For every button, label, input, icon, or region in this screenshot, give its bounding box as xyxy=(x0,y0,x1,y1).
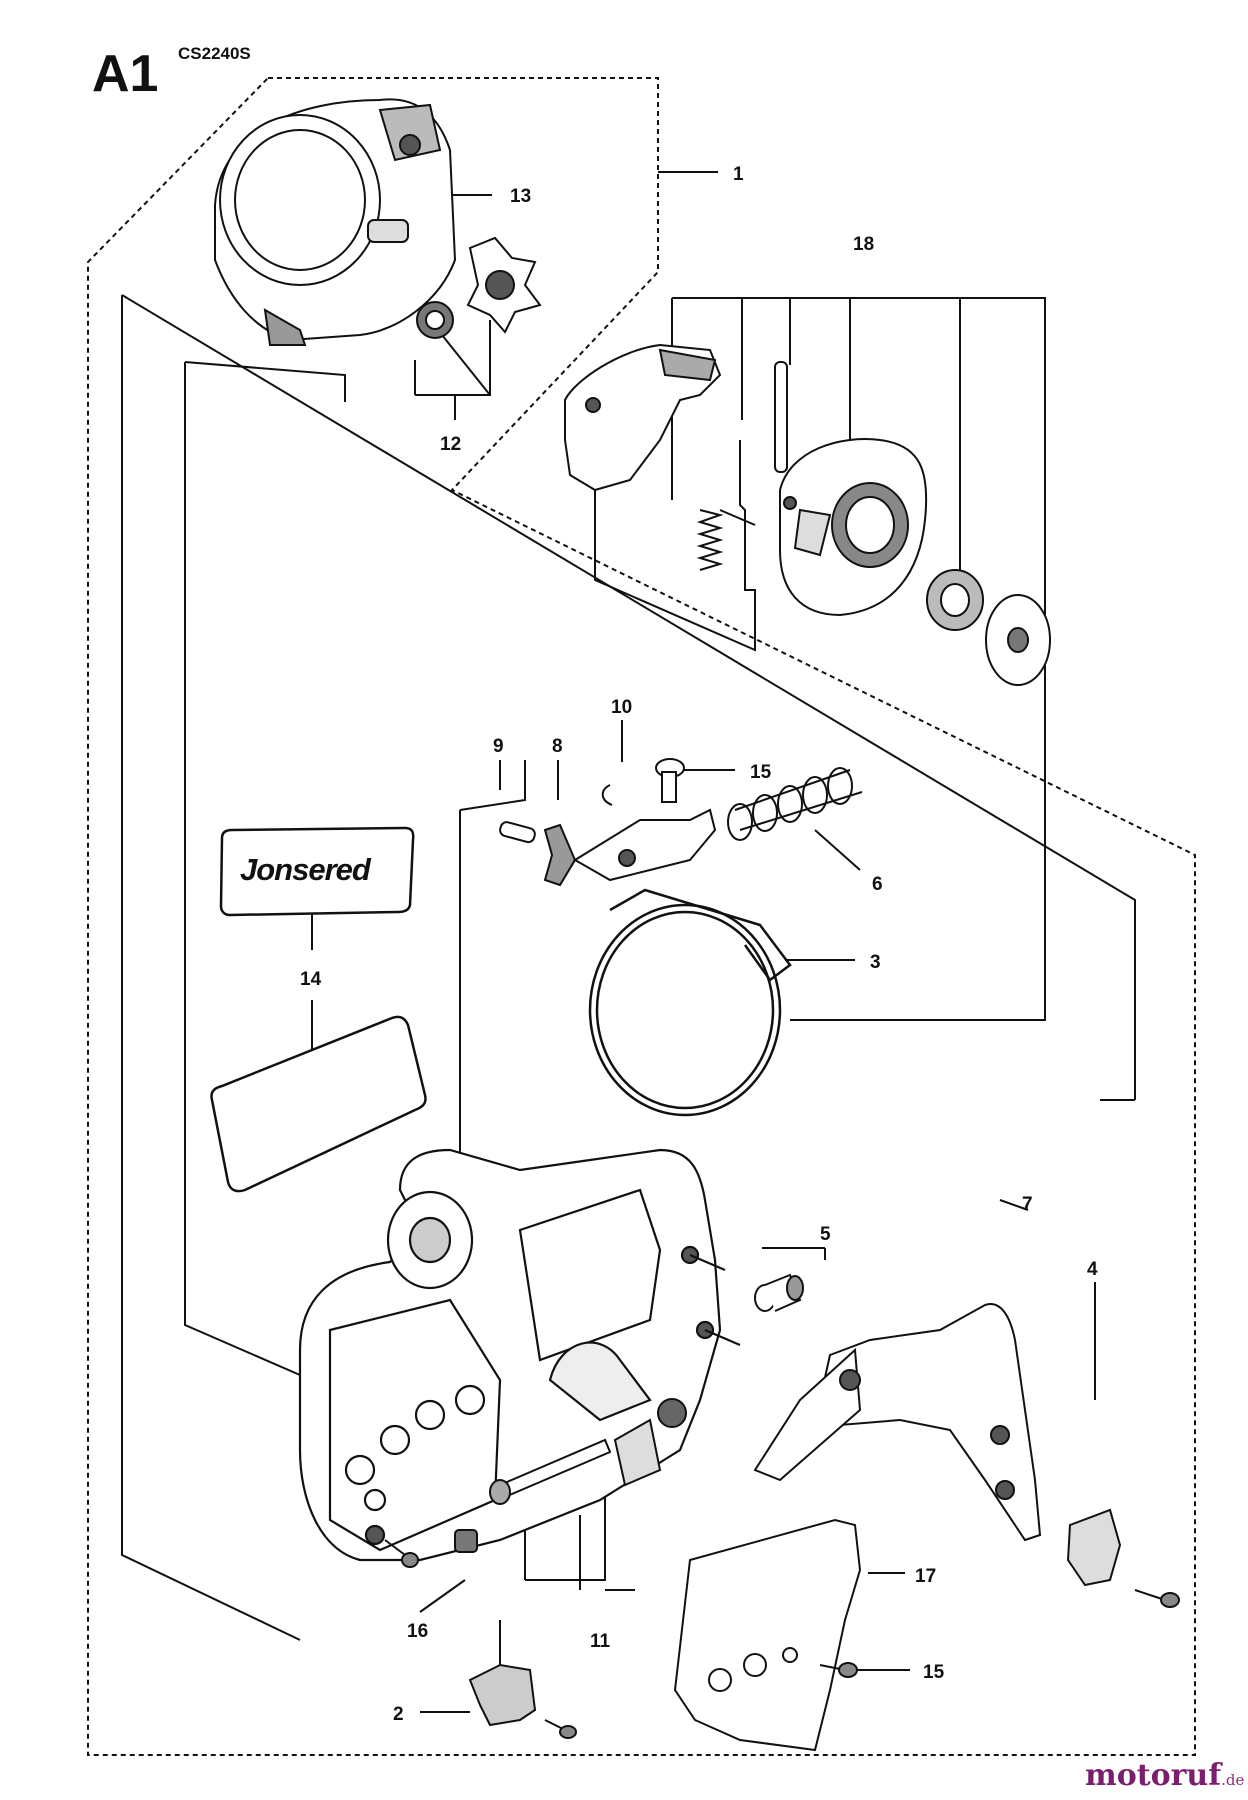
watermark-name: motoruf xyxy=(1085,1758,1222,1793)
part-3-brake-band xyxy=(588,888,792,1117)
callout-18: 18 xyxy=(853,234,874,255)
callout-3: 3 xyxy=(870,952,881,973)
outline-panel-large xyxy=(121,295,301,1641)
callout-13: 13 xyxy=(510,186,531,207)
callout-2: 2 xyxy=(393,1704,404,1725)
decal-brand-text: Jonsered xyxy=(240,852,372,887)
callout-4: 4 xyxy=(1087,1259,1098,1280)
callout-7: 7 xyxy=(1022,1194,1033,1215)
assembly-boundary xyxy=(87,77,1196,1756)
callout-16: 16 xyxy=(407,1621,428,1642)
part-9-pin xyxy=(499,821,536,844)
part-18-brake-lever xyxy=(564,343,722,492)
part-14-decal-blank xyxy=(210,1015,427,1193)
part-18-pin xyxy=(774,361,788,473)
part-4-catcher xyxy=(1066,1508,1180,1608)
callout-8: 8 xyxy=(552,736,563,757)
part-2-slider xyxy=(468,1663,577,1739)
outline-panel-diag xyxy=(184,361,346,402)
part-11-shaft xyxy=(489,1398,687,1505)
part-13-cover xyxy=(214,98,457,346)
housing-screw xyxy=(384,1539,419,1568)
part-18-clutch-cover xyxy=(779,438,928,617)
part-8-lever xyxy=(543,823,577,887)
part-15-screw-a xyxy=(655,758,685,803)
callout-12: 12 xyxy=(440,434,461,455)
callout-1: 1 xyxy=(733,164,744,185)
part-14-decal-logo xyxy=(219,826,415,917)
model-label: CS2240S xyxy=(178,44,251,63)
callout-14: 14 xyxy=(300,969,322,990)
watermark-tld: .de xyxy=(1221,1771,1245,1789)
callout-9: 9 xyxy=(493,736,504,757)
callout-10: 10 xyxy=(611,697,632,718)
callout-17: 17 xyxy=(915,1566,936,1587)
part-18-bearing xyxy=(926,569,984,631)
part-6-spring xyxy=(727,767,863,841)
callout-11: 11 xyxy=(590,1631,611,1652)
callout-15-b: 15 xyxy=(923,1662,945,1683)
brake-outline xyxy=(459,760,526,811)
part-linkage-arm xyxy=(573,808,717,882)
part-15-screw-b xyxy=(819,1662,858,1678)
callout-6: 6 xyxy=(872,874,883,895)
outline-panel-top xyxy=(121,294,1136,1100)
outline-panel-mid xyxy=(184,362,301,1376)
leader-7 xyxy=(999,1199,1029,1211)
sheet-label: A1 xyxy=(92,45,159,103)
part-18-washer xyxy=(985,594,1051,686)
callout-5: 5 xyxy=(820,1224,831,1245)
part-18-spring xyxy=(696,509,756,571)
part-housing xyxy=(298,1148,741,1562)
part-12-knob xyxy=(416,236,542,339)
leader-11 xyxy=(525,1490,606,1581)
part-17-plate xyxy=(673,1518,862,1752)
leader-6 xyxy=(814,829,861,871)
watermark: motoruf.de xyxy=(1085,1758,1244,1793)
part-16-nut xyxy=(454,1529,478,1553)
callout-15-a: 15 xyxy=(750,762,772,783)
leader-16 xyxy=(419,1579,466,1613)
part-5-bushing xyxy=(754,1273,804,1312)
part-7-guide xyxy=(753,1303,1042,1542)
kit-outline-inner xyxy=(594,440,756,652)
part-10-clip xyxy=(601,784,613,806)
